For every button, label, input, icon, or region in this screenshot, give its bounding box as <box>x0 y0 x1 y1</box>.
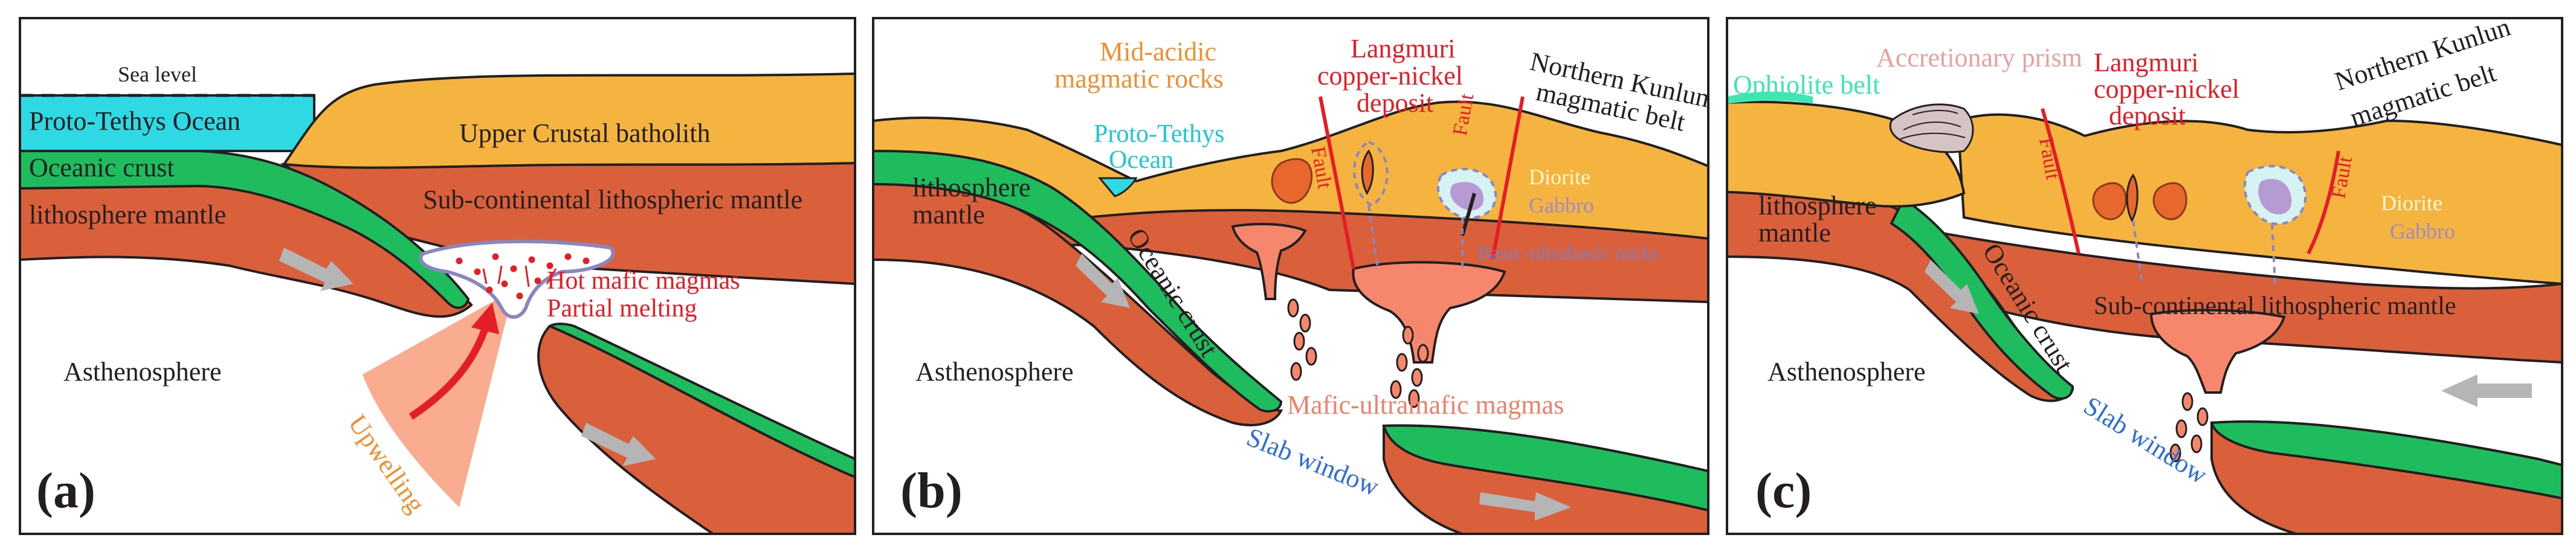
ophiolite-label: Ophiolite belt <box>1733 70 1880 100</box>
gabbro-core-c <box>2258 179 2292 215</box>
basic-ultrabasic-label-b: Basic-ultrabasic rocks <box>1477 242 1659 265</box>
gray-arrow-c-2 <box>2441 374 2532 407</box>
panel-c-letter: (c) <box>1755 463 1812 519</box>
gray-arrow-b-2 <box>1479 492 1571 521</box>
gray-arrow-a-2 <box>581 423 656 466</box>
partial-melting-zone <box>419 239 615 319</box>
diorite-label-b: Diorite <box>1529 165 1590 189</box>
oceanic-crust-label-a: Oceanic crust <box>29 153 175 182</box>
basic-dike-b <box>1461 193 1476 236</box>
gray-arrow-a-1 <box>279 248 353 291</box>
langmuri-label-c-2: copper-nickel <box>2094 74 2239 104</box>
asthenosphere-label-b: Asthenosphere <box>915 357 1074 387</box>
oceanic-crust-b <box>873 149 1283 413</box>
mid-acidic-body-c-1 <box>2092 182 2127 220</box>
lith-label-c-2: mantle <box>1758 218 1831 248</box>
deposit-body-c <box>2126 173 2139 223</box>
proto-tethys-label-b-1: Proto-Tethys <box>1094 120 1224 148</box>
upwelling-arrow <box>408 303 500 420</box>
fault-line-b-1 <box>1319 96 1355 269</box>
panel-c-frame <box>1726 17 2563 535</box>
langmuri-label-b-3: deposit <box>1357 88 1433 118</box>
batholith-a <box>282 72 855 169</box>
fault-line-c-2 <box>2306 150 2340 255</box>
gabbro-core-b <box>1450 182 1483 211</box>
deposit-body-b <box>1361 149 1374 196</box>
fault-line-b-2 <box>1491 96 1525 260</box>
lith-mantle-label-a: lithosphere mantle <box>29 200 226 229</box>
mafic-magma-chamber-c <box>2149 309 2286 394</box>
langmuri-label-b-1: Langmuri <box>1351 34 1456 63</box>
proto-tethys-label-b-2: Ocean <box>1109 146 1173 174</box>
magma-droplets-b <box>1287 298 1429 408</box>
panel-b: Mid-acidic magmatic rocks Langmuri coppe… <box>872 17 1712 535</box>
subcont-mantle-label-a: Sub-continental lithospheric mantle <box>423 185 802 214</box>
panel-a-frame <box>19 17 856 535</box>
asthenosphere-label-a: Asthenosphere <box>63 357 222 387</box>
gabbro-label-c: Gabbro <box>2390 219 2455 243</box>
ocean-label-a: Proto-Tethys Ocean <box>29 106 240 136</box>
broken-slab-crust-c <box>2210 420 2562 500</box>
lith-mantle-b <box>873 179 1283 426</box>
batholith-label-a: Upper Crustal batholith <box>459 118 711 148</box>
ocean-b <box>1097 177 1138 197</box>
gabbro-label-b: Gabbro <box>1529 193 1594 217</box>
panel-a-letter: (a) <box>36 463 95 519</box>
panel-a: Sea level Proto-Tethys Ocean Oceanic cru… <box>19 17 856 535</box>
accretionary-prism-c <box>1889 103 1974 153</box>
hot-magma-dots <box>456 253 590 300</box>
gray-arrow-c-1 <box>1925 260 1979 314</box>
lith-label-c-1: lithosphere <box>1758 191 1877 220</box>
mafic-ultramafic-label: Mafic-ultramafic magmas <box>1287 390 1564 420</box>
fault-line-c-1 <box>2041 108 2080 254</box>
panel-b-frame <box>872 17 1709 535</box>
sea-level-label: Sea level <box>118 62 197 86</box>
mafic-magma-chamber-b <box>1352 261 1506 364</box>
oceanic-crust-a <box>20 150 470 309</box>
langmuri-label-b-2: copper-nickel <box>1317 61 1463 91</box>
langmuri-label-c-3: deposit <box>2109 101 2186 130</box>
magma-droplets-c <box>2169 392 2209 463</box>
mid-acidic-label-1: Mid-acidic <box>1100 37 1216 66</box>
lith-label-b-2: mantle <box>912 200 985 229</box>
broken-slab-crust-b <box>1382 424 1708 512</box>
langmuri-label-c-1: Langmuri <box>2094 48 2199 77</box>
small-magma-funnel-b <box>1231 223 1307 300</box>
accretionary-label: Accretionary prism <box>1876 43 2082 72</box>
diorite-label-c: Diorite <box>2381 191 2442 215</box>
subcont-mantle-label-c: Sub-continental lithospheric mantle <box>2094 292 2456 320</box>
mid-acidic-label-2: magmatic rocks <box>1054 64 1224 94</box>
mantle-c <box>1919 228 2562 364</box>
gray-arrow-b-1 <box>1076 254 1130 308</box>
partial-melting-label: Partial melting <box>547 295 697 322</box>
panel-b-letter: (b) <box>900 463 963 519</box>
broken-slab-crust-a <box>547 322 855 479</box>
lith-label-b-1: lithosphere <box>912 173 1031 202</box>
prism-lines-c <box>1900 109 1966 140</box>
hot-magmas-label: Hot mafic magmas <box>547 267 740 295</box>
deposit-halo-b <box>1353 140 1389 207</box>
mid-acidic-body-b <box>1271 158 1313 204</box>
asthenosphere-label-c: Asthenosphere <box>1767 357 1926 387</box>
panel-c: Accretionary prism Ophiolite belt Langmu… <box>1726 12 2563 535</box>
mid-acidic-body-c-2 <box>2152 182 2187 220</box>
ophiolite-belt-c <box>1727 91 1813 104</box>
